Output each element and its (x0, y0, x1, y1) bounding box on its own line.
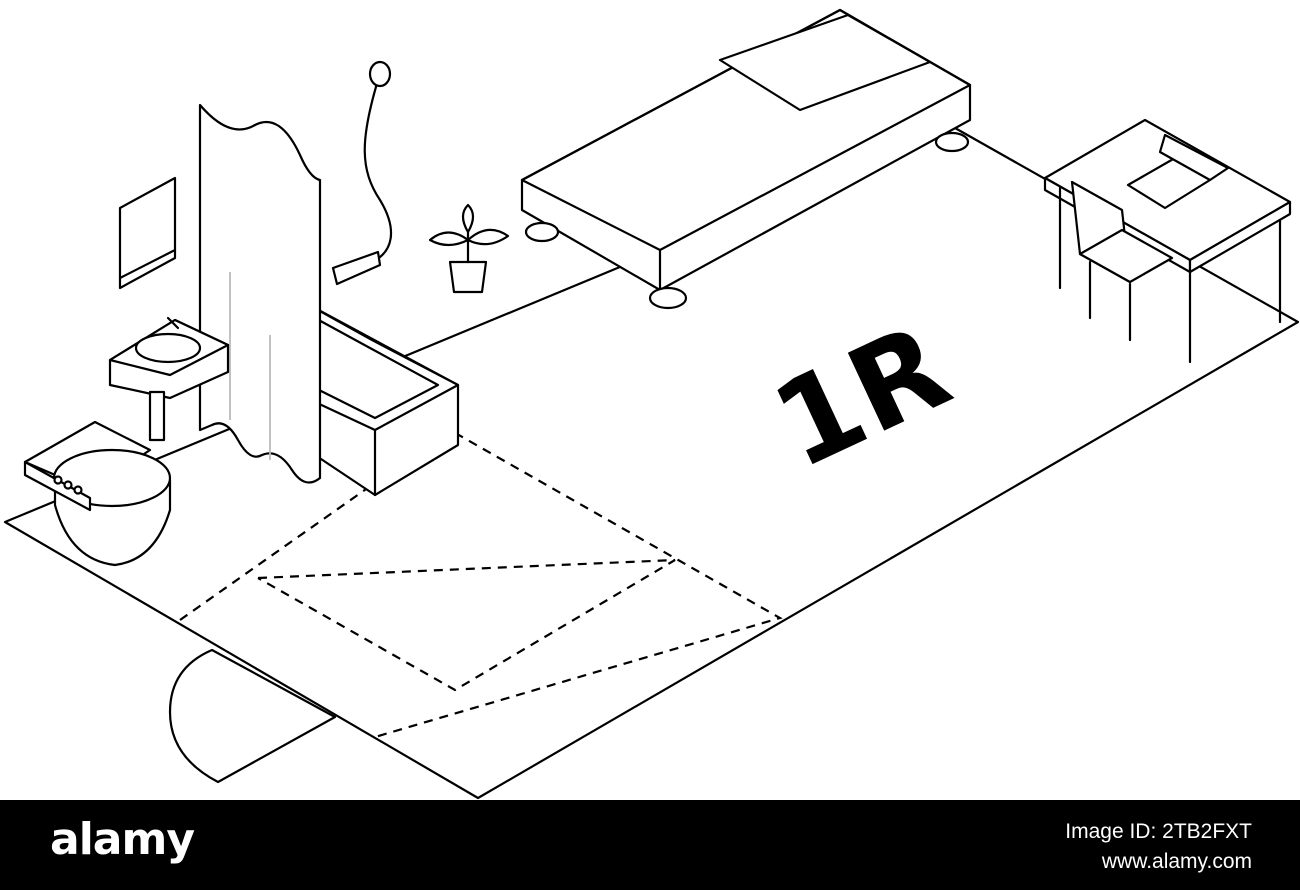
potted-plant (428, 203, 510, 294)
image-id-label: Image ID: 2TB2FXT (1065, 820, 1252, 843)
watermark-bar: alamy Image ID: 2TB2FXT www.alamy.com (0, 800, 1300, 890)
shower-head (331, 60, 393, 286)
door-swing (168, 648, 337, 784)
entry-area (179, 428, 783, 739)
laptop (1126, 133, 1230, 210)
toilet (23, 420, 172, 567)
brand-logo: alamy (50, 814, 195, 865)
site-url-label: www.alamy.com (1101, 850, 1252, 873)
sink (108, 316, 230, 442)
chair (1070, 180, 1174, 342)
shower-curtain (198, 103, 322, 484)
bed (520, 8, 972, 310)
floor-plan-illustration: 1R (3, 8, 1300, 800)
mirror (118, 176, 177, 290)
